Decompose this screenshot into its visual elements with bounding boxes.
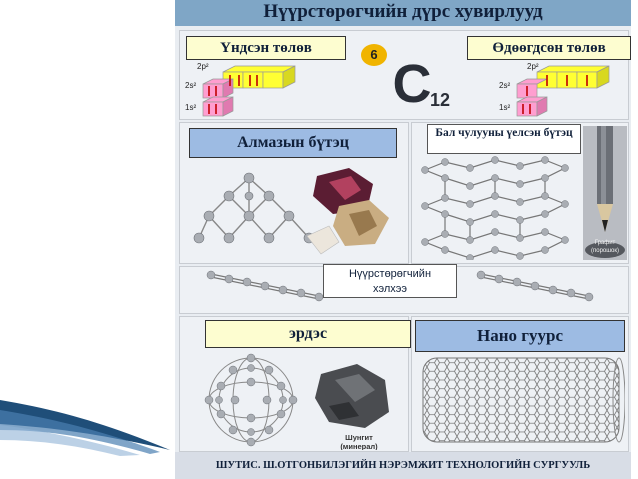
nanotube-model	[422, 357, 625, 443]
nanotube-label: Нано гуурс	[415, 320, 625, 352]
orbital-2p-label: 2p²	[197, 62, 209, 71]
orbital-1s-label: 1s²	[185, 103, 196, 112]
mineral-label: эрдэс	[205, 320, 411, 348]
excited-orbital-2p-label: 2p²	[527, 62, 539, 71]
diamond-lattice-model	[193, 168, 389, 255]
shungite-caption-line1: Шунгит	[345, 433, 373, 442]
shungite-mineral-photo: Шунгит (минерал)	[315, 364, 389, 450]
orbital-2s-label: 2s²	[185, 81, 196, 90]
diamond-structure-label: Алмазын бүтэц	[189, 128, 397, 158]
graphite-caption-line2: (порошок)	[591, 248, 619, 254]
mass-number: 12	[430, 90, 451, 110]
poster-title: Нүүрстөрөгчийн дүрс хувирлууд	[263, 1, 543, 22]
excited-orbital-2s-label: 2s²	[499, 81, 510, 90]
ground-state-label: Үндсэн төлөв	[186, 36, 346, 60]
graphite-layers-model	[421, 156, 569, 260]
excited-state-label: Өдөөгдсөн төлөв	[467, 36, 631, 60]
element-symbol: C	[392, 54, 432, 114]
carbon-chain-model-right	[476, 270, 594, 302]
decorative-swoosh	[0, 400, 170, 456]
fullerene-model: Шунгит (минерал)	[204, 353, 389, 450]
graphite-structure-label: Бал чулууны үелсэн бүтэц	[427, 124, 581, 154]
excited-state-orbital-diagram: 2p² 2s² 1s²	[499, 62, 610, 117]
title-bar	[175, 0, 631, 26]
carbon-allotropes-poster: Нүүрстөрөгчийн дүрс хувирлууд 2p² 2s² 1s…	[175, 0, 631, 479]
atomic-number: 6	[370, 47, 378, 62]
diamond-crystals-photo	[306, 168, 389, 255]
graphite-pencil-photo: Графит (порошок)	[583, 126, 627, 260]
ground-state-orbital-diagram: 2p² 2s² 1s²	[185, 62, 296, 117]
carbon-chain-model-left	[206, 270, 324, 302]
footer-bar: ШУТИС. Ш.ОТГОНБИЛЭГИЙН НЭРЭМЖИТ ТЕХНОЛОГ…	[175, 452, 631, 479]
atomic-number-badge	[361, 44, 387, 66]
footer-institution-text: ШУТИС. Ш.ОТГОНБИЛЭГИЙН НЭРЭМЖИТ ТЕХНОЛОГ…	[215, 460, 591, 471]
graphite-caption-line1: Графит	[595, 240, 616, 246]
excited-orbital-1s-label: 1s²	[499, 103, 510, 112]
carbon-chain-label: Нүүрстөрөгчийн хэлхээ	[323, 264, 457, 298]
shungite-caption-line2: (минерал)	[340, 442, 378, 450]
